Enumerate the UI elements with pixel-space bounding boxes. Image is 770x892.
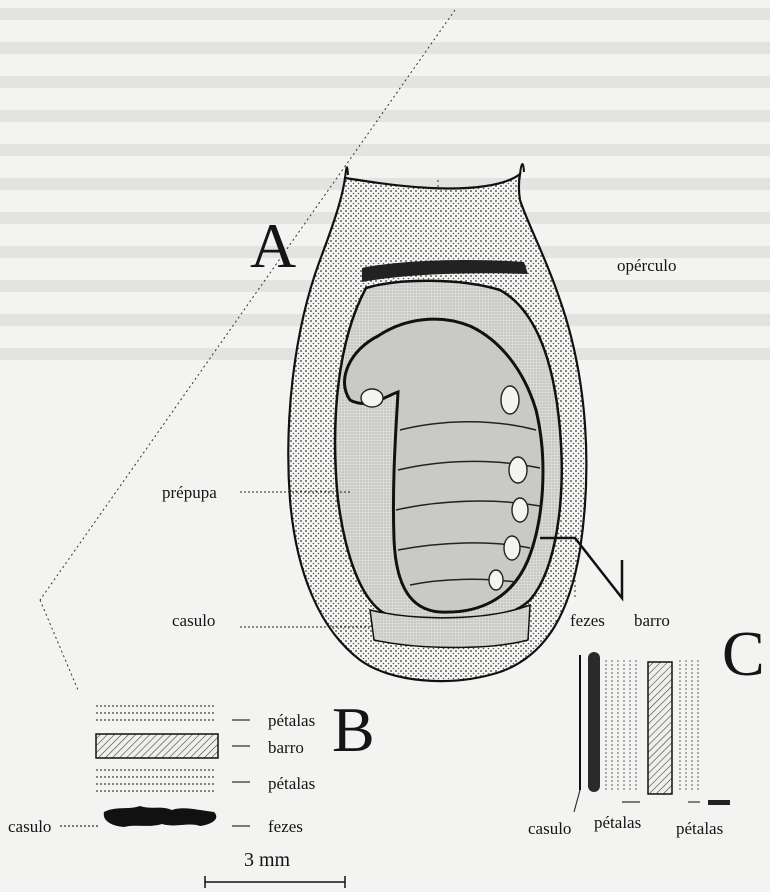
panel-c-letter: C	[722, 622, 765, 686]
scale-label: 3 mm	[244, 850, 290, 870]
panel-b-petals-top-label: pétalas	[268, 712, 315, 729]
prepupa-label: prépupa	[162, 484, 217, 501]
scale-bar	[205, 876, 345, 888]
panel-c-mud-label: barro	[634, 612, 670, 629]
panel-b-petals-bottom-label: pétalas	[268, 775, 315, 792]
panel-c-petals-right-label: pétalas	[676, 820, 723, 837]
panel-b-petal-lines-top	[96, 706, 216, 720]
panel-b-petal-lines-bottom	[96, 770, 216, 791]
panel-b-letter: B	[332, 698, 375, 762]
panel-c-layers	[580, 652, 730, 805]
panel-c-feces-label: fezes	[570, 612, 605, 629]
panel-c-cocoon-label: casulo	[528, 820, 571, 837]
operculum-label: opérculo	[617, 257, 676, 274]
panel-b-feces-layer	[104, 806, 217, 827]
operculum-rim	[345, 164, 524, 178]
panel-b-feces-label: fezes	[268, 818, 303, 835]
panel-b-cocoon-label: casulo	[8, 818, 51, 835]
panel-b-mud-layer	[96, 734, 218, 758]
panel-a-letter: A	[250, 214, 296, 278]
panel-b-mud-label: barro	[268, 739, 304, 756]
panel-a-cocoon-label: casulo	[172, 612, 215, 629]
panel-c-petals-left-label: pétalas	[594, 814, 641, 831]
panel-c-leader-lines	[574, 790, 700, 812]
